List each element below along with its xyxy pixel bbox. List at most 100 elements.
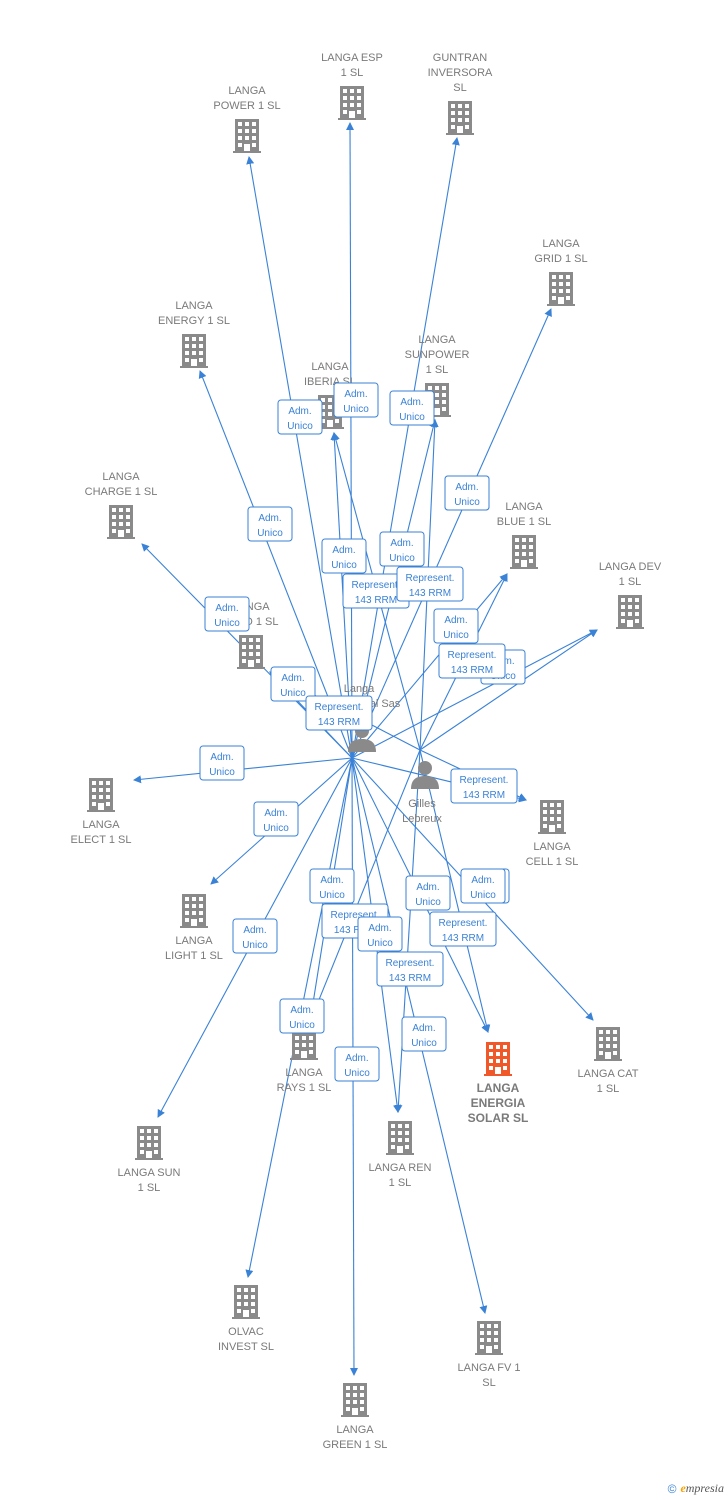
company-node-olvac[interactable]: OLVAC INVEST SL xyxy=(218,1285,274,1353)
company-name[interactable]: SL xyxy=(453,82,466,94)
company-name[interactable]: INVEST SL xyxy=(218,1341,274,1353)
company-name[interactable]: 1 SL xyxy=(619,576,642,588)
company-name[interactable]: 1 SL xyxy=(389,1177,412,1189)
relation-label[interactable]: Adm.Unico xyxy=(279,998,325,1034)
relation-label[interactable]: Adm.Unico xyxy=(253,801,299,837)
company-node-ren[interactable]: LANGA REN 1 SL xyxy=(369,1121,432,1189)
company-name[interactable]: LANGA xyxy=(336,1424,374,1436)
person-name[interactable]: Gilles xyxy=(408,798,436,810)
relation-label[interactable]: Represent.143 RRM xyxy=(396,566,464,602)
company-name[interactable]: CELL 1 SL xyxy=(526,856,579,868)
company-name[interactable]: GREEN 1 SL xyxy=(323,1439,388,1451)
company-name[interactable]: 1 SL xyxy=(138,1182,161,1194)
company-node-dev[interactable]: LANGA DEV 1 SL xyxy=(599,561,662,629)
company-name[interactable]: GRID 1 SL xyxy=(534,253,587,265)
company-name[interactable]: LANGA xyxy=(82,819,120,831)
brand-logo[interactable]: empresia xyxy=(680,1481,724,1496)
relation-label[interactable]: Adm.Unico xyxy=(389,390,435,426)
company-name[interactable]: LANGA xyxy=(505,501,543,513)
company-node-blue[interactable]: LANGA BLUE 1 SL xyxy=(497,501,551,569)
company-name[interactable]: LANGA REN xyxy=(369,1162,432,1174)
company-node-sunpower[interactable]: LANGA SUNPOWER 1 SL xyxy=(405,334,470,417)
company-name[interactable]: 1 SL xyxy=(341,67,364,79)
relation-label-box xyxy=(450,768,518,804)
company-name[interactable]: LANGA CAT xyxy=(578,1068,639,1080)
company-name[interactable]: LANGA xyxy=(102,471,140,483)
relation-label[interactable]: Adm.Unico xyxy=(309,868,355,904)
company-node-esp[interactable]: LANGA ESP 1 SL xyxy=(321,52,383,120)
company-name[interactable]: ELECT 1 SL xyxy=(71,834,132,846)
relation-label[interactable]: Represent.143 RRM xyxy=(438,643,506,679)
relation-label[interactable]: Adm.Unico xyxy=(334,1046,380,1082)
relation-label[interactable]: Adm.Unico xyxy=(433,608,479,644)
relation-label[interactable]: Represent.143 RRM xyxy=(429,911,497,947)
company-name[interactable]: POWER 1 SL xyxy=(213,100,280,112)
company-name[interactable]: LANGA xyxy=(542,238,580,250)
relation-label[interactable]: Adm.Unico xyxy=(321,538,367,574)
company-node-cat[interactable]: LANGA CAT 1 SL xyxy=(578,1027,639,1095)
company-node-sun[interactable]: LANGA SUN 1 SL xyxy=(118,1126,181,1194)
company-name[interactable]: LANGA ESP xyxy=(321,52,383,64)
relation-label[interactable]: Adm.Unico xyxy=(247,506,293,542)
company-name[interactable]: LANGA xyxy=(175,935,213,947)
company-node-fv[interactable]: LANGA FV 1 SL xyxy=(458,1321,521,1389)
company-name[interactable]: LANGA xyxy=(311,361,349,373)
company-node-grid[interactable]: LANGA GRID 1 SL xyxy=(534,238,588,306)
company-name[interactable]: OLVAC xyxy=(228,1326,264,1338)
company-node-rays[interactable]: LANGA RAYS 1 SL xyxy=(277,1026,332,1094)
person-name[interactable]: Lebreux xyxy=(402,813,442,825)
company-name[interactable]: LANGA SUN xyxy=(118,1167,181,1179)
company-name[interactable]: 1 SL xyxy=(597,1083,620,1095)
company-name[interactable]: BLUE 1 SL xyxy=(497,516,551,528)
company-name[interactable]: LANGA xyxy=(285,1067,323,1079)
relation-label[interactable]: Adm.Unico xyxy=(333,382,379,418)
company-name[interactable]: LANGA xyxy=(228,85,266,97)
company-name[interactable]: LANGA xyxy=(477,1081,520,1095)
company-node-elect[interactable]: LANGA ELECT 1 SL xyxy=(71,778,132,846)
company-node-charge[interactable]: LANGA CHARGE 1 SL xyxy=(85,471,158,539)
company-name[interactable]: ENERGIA xyxy=(471,1096,526,1110)
relation-label[interactable]: Adm.Unico xyxy=(199,745,245,781)
relation-label[interactable]: Represent.143 RRM xyxy=(305,695,373,731)
company-node-energy[interactable]: LANGA ENERGY 1 SL xyxy=(158,300,230,368)
relation-label[interactable]: Adm.Unico xyxy=(232,918,278,954)
company-name[interactable]: SL xyxy=(482,1377,495,1389)
relation-text: Unico xyxy=(263,823,289,834)
company-name[interactable]: SUNPOWER xyxy=(405,349,470,361)
relation-label[interactable]: Represent.143 RRM xyxy=(376,951,444,987)
company-name[interactable]: ENERGY 1 SL xyxy=(158,315,230,327)
relation-label[interactable]: Adm.Unico xyxy=(270,666,316,702)
relation-label[interactable]: Adm.Unico xyxy=(444,475,490,511)
company-node-cell[interactable]: LANGA CELL 1 SL xyxy=(526,800,579,868)
company-name[interactable]: LANGA FV 1 xyxy=(458,1362,521,1374)
relation-label[interactable]: Adm.Unico xyxy=(204,596,250,632)
relation-label[interactable]: Adm.Unico xyxy=(460,868,506,904)
relation-label[interactable]: Adm.Unico xyxy=(401,1016,447,1052)
building-icon xyxy=(475,1321,503,1355)
company-name[interactable]: LIGHT 1 SL xyxy=(165,950,223,962)
company-name[interactable]: 1 SL xyxy=(426,364,449,376)
company-name[interactable]: INVERSORA xyxy=(428,67,493,79)
company-node-guntran[interactable]: GUNTRAN INVERSORA SL xyxy=(428,52,493,135)
company-name[interactable]: LANGA xyxy=(418,334,456,346)
relation-label[interactable]: Adm.Unico xyxy=(357,916,403,952)
company-name[interactable]: CHARGE 1 SL xyxy=(85,486,158,498)
company-name[interactable]: RAYS 1 SL xyxy=(277,1082,332,1094)
relation-label[interactable]: Represent.143 RRM xyxy=(342,573,410,609)
relation-label[interactable]: Represent.143 RRM xyxy=(450,768,518,804)
company-node-power[interactable]: LANGA POWER 1 SL xyxy=(213,85,281,153)
company-name[interactable]: LANGA xyxy=(533,841,571,853)
relation-label[interactable]: Adm.Unico xyxy=(405,875,451,911)
company-node-green[interactable]: LANGA GREEN 1 SL xyxy=(323,1383,388,1451)
company-name[interactable]: GUNTRAN xyxy=(433,52,487,64)
relation-label[interactable]: Adm.Unico xyxy=(379,531,425,567)
relation-label[interactable]: Adm.Unico xyxy=(277,399,323,435)
company-name[interactable]: LANGA DEV xyxy=(599,561,662,573)
company-name[interactable]: LANGA xyxy=(175,300,213,312)
person-name[interactable]: Langa xyxy=(344,683,375,695)
relation-text: Adm. xyxy=(320,875,343,886)
company-name[interactable]: SOLAR SL xyxy=(468,1111,529,1125)
company-node-light[interactable]: LANGA LIGHT 1 SL xyxy=(165,894,223,962)
